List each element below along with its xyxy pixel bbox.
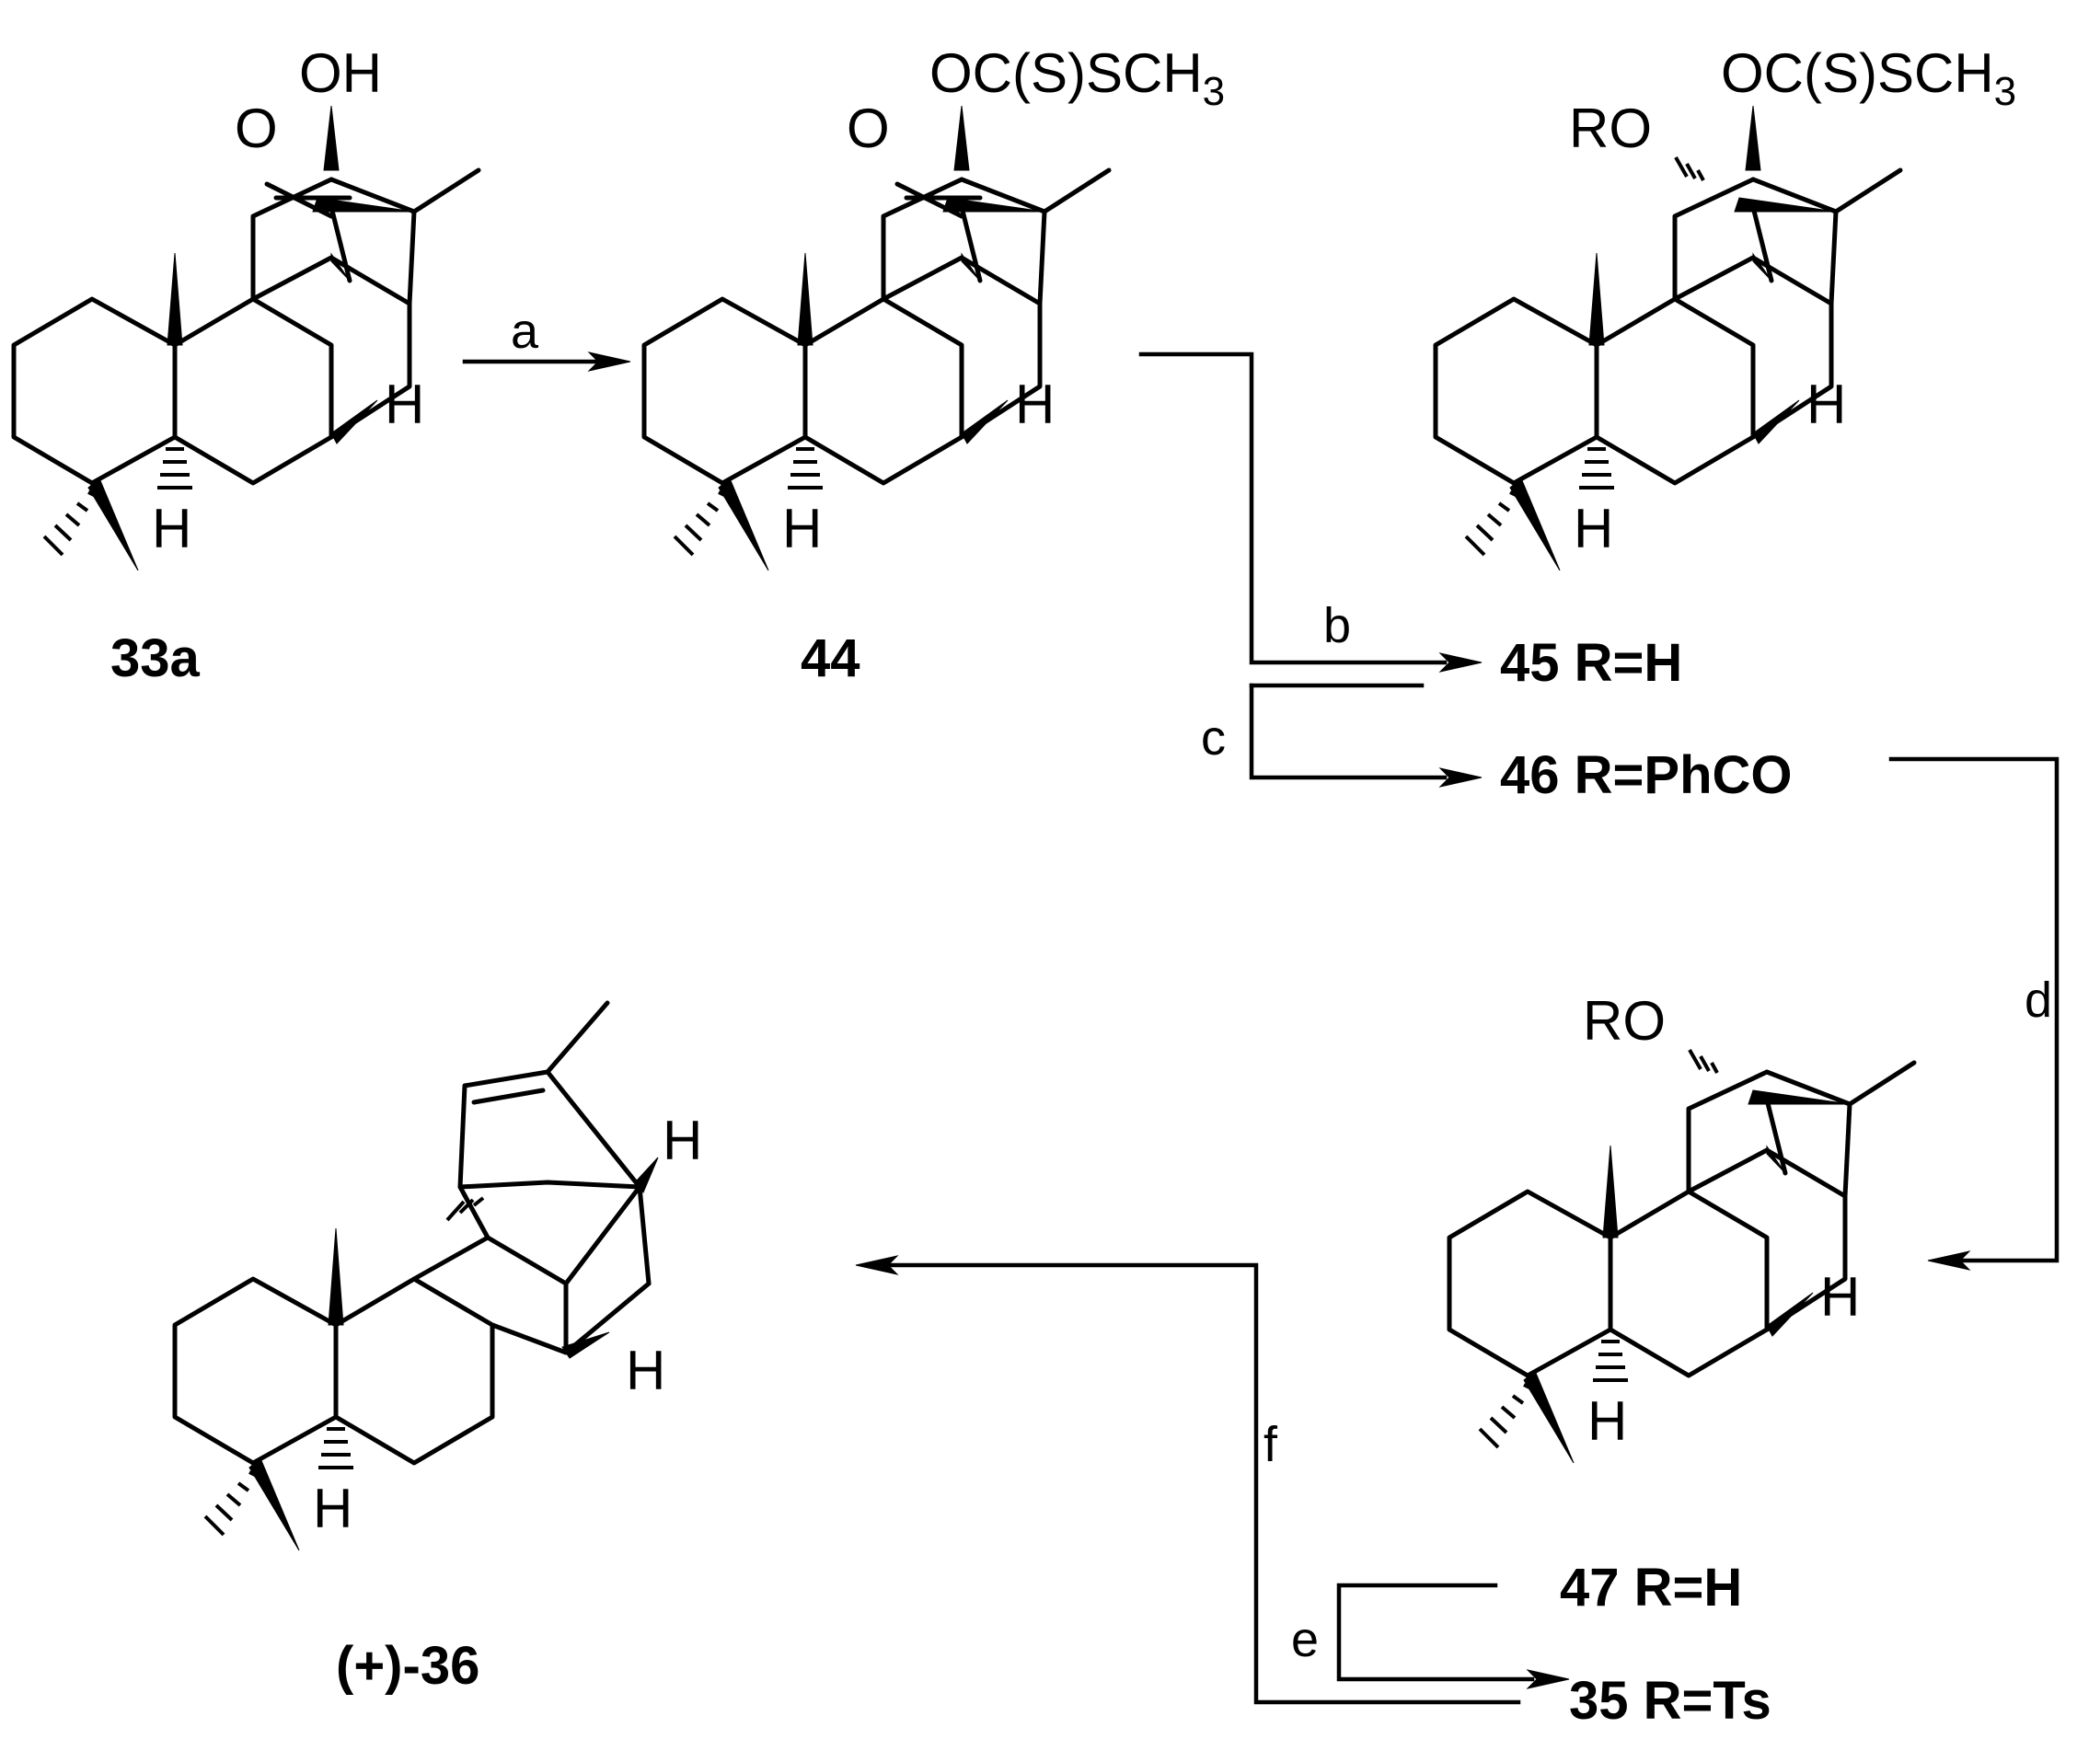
36-h-upper: H <box>663 1110 702 1171</box>
33a-h-c5: H <box>152 498 191 559</box>
arrow-step-b: b <box>1138 351 1483 673</box>
compound-36-structure: H H H <box>172 1000 702 1551</box>
step-label-e: e <box>1291 1612 1319 1667</box>
compound-label-35: 35 R=Ts <box>1569 1671 1771 1731</box>
45-h-c5: H <box>1574 498 1613 559</box>
compound-45-46-structure: RO OC(S)SCH3 H H <box>1436 42 2016 570</box>
33a-carbonyl-oxygen: O <box>235 98 278 159</box>
compound-47-35-structure: RO H H <box>1449 990 1914 1463</box>
45-h-c8: H <box>1806 374 1846 435</box>
step-label-a: a <box>511 304 539 359</box>
45-xanthate: OC(S)SCH3 <box>1721 42 2016 114</box>
47-h-c5: H <box>1587 1390 1627 1452</box>
47-h-c8: H <box>1820 1266 1860 1328</box>
36-h-middle: H <box>626 1340 665 1401</box>
arrow-step-e: e <box>1291 1583 1570 1689</box>
44-h-c5: H <box>782 498 822 559</box>
44-xanthate: OC(S)SCH3 <box>929 42 1225 114</box>
compound-label-44: 44 <box>801 628 860 688</box>
compound-label-33a: 33a <box>110 628 201 688</box>
44-carbonyl-oxygen: O <box>847 98 890 159</box>
33a-h-c8: H <box>385 374 424 435</box>
arrow-step-c: c <box>1201 683 1483 788</box>
45-ro: RO <box>1569 98 1652 159</box>
step-label-f: f <box>1263 1417 1278 1472</box>
step-label-c: c <box>1201 710 1226 766</box>
compound-44-structure: O OC(S)SCH3 H H <box>644 42 1225 570</box>
step-label-d: d <box>2025 973 2052 1028</box>
compound-label-47: 47 R=H <box>1560 1558 1742 1618</box>
47-ro: RO <box>1583 990 1666 1052</box>
step-label-b: b <box>1323 598 1351 653</box>
44-h-c8: H <box>1015 374 1055 435</box>
compound-33a-structure: O OH H H <box>14 42 479 570</box>
compound-label-46: 46 R=PhCO <box>1500 745 1793 805</box>
compound-label-36: (+)-36 <box>336 1636 479 1696</box>
arrow-step-a: a <box>462 304 631 372</box>
compound-label-45: 45 R=H <box>1500 633 1682 693</box>
33a-hydroxyl: OH <box>299 42 382 104</box>
arrow-step-f: f <box>855 1255 1521 1705</box>
36-h-c5: H <box>313 1478 352 1539</box>
arrow-step-d: d <box>1888 756 2060 1271</box>
